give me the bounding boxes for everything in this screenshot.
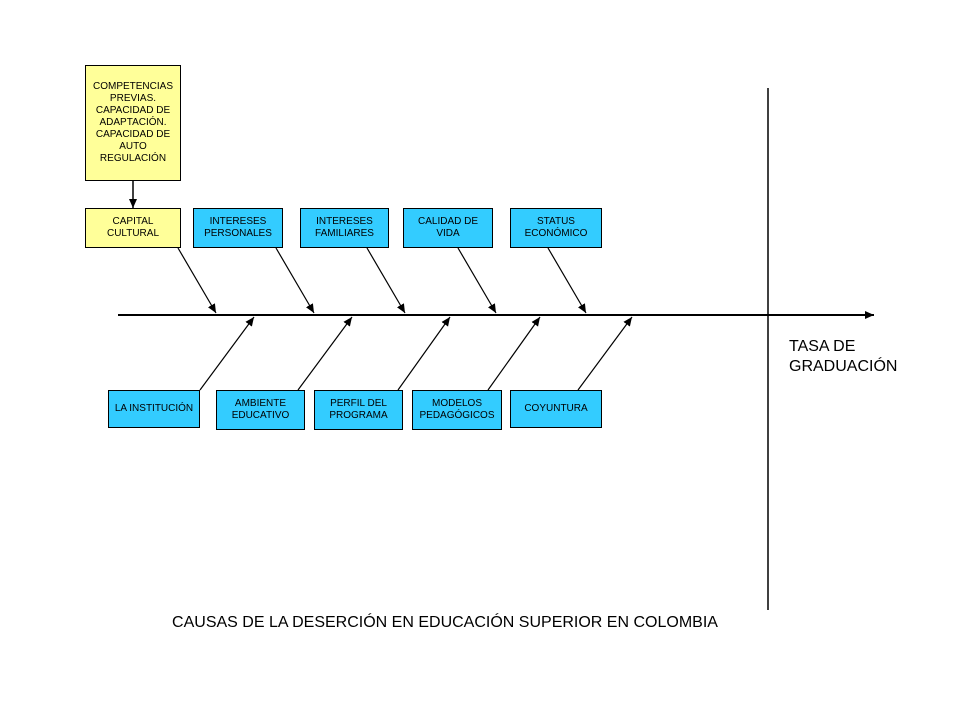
cause-box-calidad-de-vida: CALIDAD DE VIDA	[403, 208, 493, 248]
bottom-cause-arrow-5	[577, 316, 633, 391]
top-cause-arrow-4	[457, 247, 497, 314]
bottom-cause-arrow-1	[199, 316, 255, 391]
bottom-cause-arrow-3	[397, 316, 451, 391]
top-cause-arrow-5	[547, 247, 587, 314]
cause-box-perfil-del-programa: PERFIL DEL PROGRAMA	[314, 390, 403, 430]
sub-cause-label: COMPETENCIAS PREVIAS. CAPACIDAD DE ADAPT…	[92, 81, 173, 164]
top-cause-arrow-1	[177, 247, 217, 314]
cause-label: CAPITAL CULTURAL	[106, 216, 160, 239]
diagram-title: CAUSAS DE LA DESERCIÓN EN EDUCACIÓN SUPE…	[172, 614, 718, 631]
cause-label: MODELOS PEDAGÓGICOS	[419, 398, 495, 421]
top-cause-arrow-2	[275, 247, 315, 314]
cause-box-status-economico: STATUS ECONÓMICO	[510, 208, 602, 248]
bottom-cause-arrow-4	[487, 316, 541, 391]
cause-box-capital-cultural: CAPITAL CULTURAL	[85, 208, 181, 248]
sub-cause-competencias-box: COMPETENCIAS PREVIAS. CAPACIDAD DE ADAPT…	[85, 65, 181, 181]
cause-box-ambiente-educativo: AMBIENTE EDUCATIVO	[216, 390, 305, 430]
cause-label: COYUNTURA	[524, 403, 588, 414]
cause-box-intereses-personales: INTERESES PERSONALES	[193, 208, 283, 248]
cause-box-coyuntura: COYUNTURA	[510, 390, 602, 428]
cause-label: STATUS ECONÓMICO	[524, 216, 588, 239]
cause-box-modelos-pedagogicos: MODELOS PEDAGÓGICOS	[412, 390, 502, 430]
cause-label: INTERESES PERSONALES	[204, 216, 272, 239]
cause-label: PERFIL DEL PROGRAMA	[329, 398, 388, 421]
cause-box-intereses-familiares: INTERESES FAMILIARES	[300, 208, 389, 248]
cause-label: LA INSTITUCIÓN	[114, 403, 194, 414]
cause-label: INTERESES FAMILIARES	[315, 216, 374, 239]
cause-label: CALIDAD DE VIDA	[417, 216, 478, 239]
cause-label: AMBIENTE EDUCATIVO	[231, 398, 290, 421]
top-cause-arrow-3	[366, 247, 406, 314]
bottom-cause-arrow-2	[297, 316, 353, 391]
cause-box-la-institucion: LA INSTITUCIÓN	[108, 390, 200, 428]
effect-label: TASA DE GRADUACIÓN	[789, 338, 898, 375]
